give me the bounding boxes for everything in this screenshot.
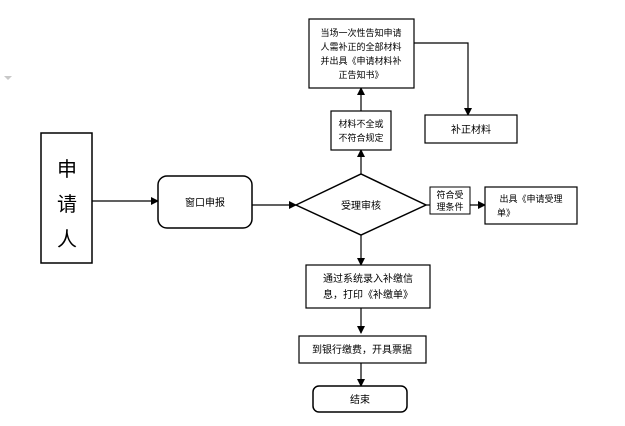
meets-line-2: 理条件 xyxy=(436,201,463,213)
notify-line-3: 并出具《申请材料补 xyxy=(320,55,401,67)
review-node: 受理审核 xyxy=(294,173,428,236)
applicant-char-2: 请 xyxy=(57,192,77,216)
corner-marker xyxy=(4,76,12,80)
window-submit-node: 窗口申报 xyxy=(157,175,253,229)
bank-pay-node: 到银行缴费，开具票据 xyxy=(298,335,427,364)
end-label: 结束 xyxy=(350,393,370,406)
applicant-node: 申 请 人 xyxy=(40,132,93,264)
applicant-char-3: 人 xyxy=(57,227,77,251)
notify-line-2: 人需补正的全部材料 xyxy=(320,41,401,53)
notify-line-4: 正告知书》 xyxy=(338,69,383,81)
bank-pay-label: 到银行缴费，开具票据 xyxy=(312,343,412,356)
meets-line-1: 符合受 xyxy=(436,189,463,201)
notify-node: 当场一次性告知申请 人需补正的全部材料 并出具《申请材料补 正告知书》 xyxy=(308,18,415,89)
applicant-char-1: 申 xyxy=(57,157,77,181)
notify-line-1: 当场一次性告知申请 xyxy=(320,27,401,39)
enter-system-line-2: 息，打印《补缴单》 xyxy=(323,288,413,301)
window-submit-label: 窗口申报 xyxy=(185,196,225,209)
enter-system-node: 通过系统录入补缴信 息，打印《补缴单》 xyxy=(305,264,431,309)
receipt-line-1: 出具《申请受理 xyxy=(499,193,562,205)
incomplete-node: 材料不全或 不符合规定 xyxy=(330,110,392,151)
supplement-node: 补正材料 xyxy=(424,114,518,144)
incomplete-line-2: 不符合规定 xyxy=(338,132,383,144)
supplement-label: 补正材料 xyxy=(451,123,491,136)
arrow-notify-to-supplement xyxy=(414,42,472,116)
incomplete-line-1: 材料不全或 xyxy=(338,118,383,130)
end-node: 结束 xyxy=(312,385,408,413)
receipt-node: 出具《申请受理 单》 xyxy=(484,186,578,225)
enter-system-line-1: 通过系统录入补缴信 xyxy=(323,272,413,285)
review-label: 受理审核 xyxy=(341,199,381,212)
meets-condition-label: 符合受 理条件 xyxy=(429,186,471,215)
receipt-line-2: 单》 xyxy=(497,207,515,219)
